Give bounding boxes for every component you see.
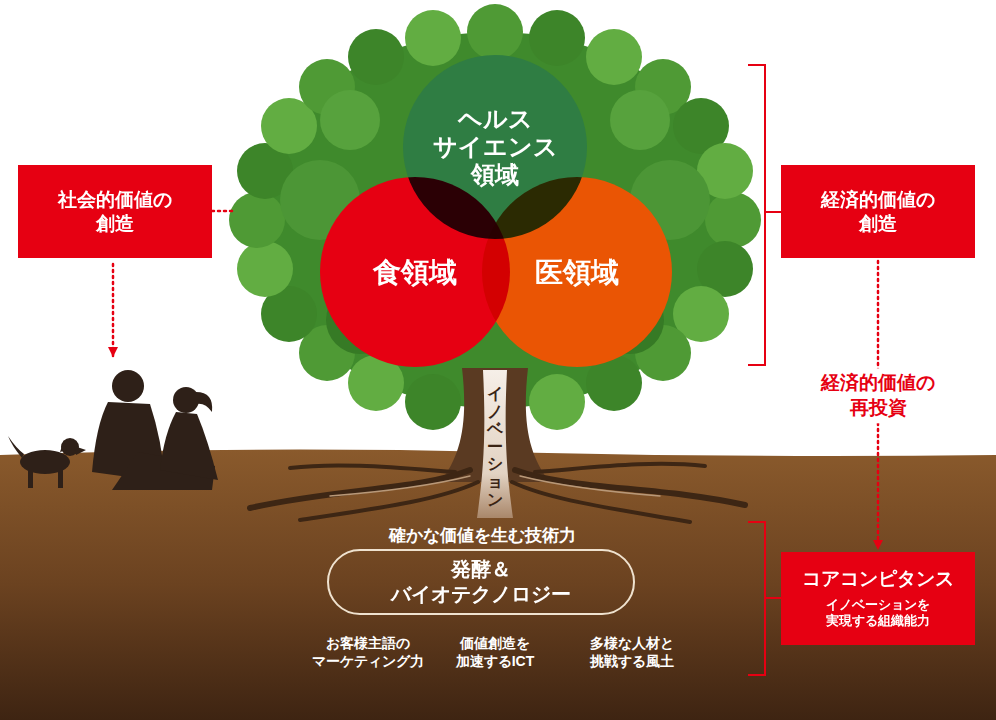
leaf-cluster <box>237 241 293 297</box>
node-title: 社会的価値の 創造 <box>58 188 172 236</box>
leaf-cluster <box>467 4 523 60</box>
domain-circle: 食領域 <box>320 177 510 367</box>
value-box: 経済的価値の 創造 <box>781 165 975 258</box>
circle-fill <box>482 177 672 367</box>
root-highlight <box>330 476 470 496</box>
trunk-label: イノベーション <box>487 385 503 508</box>
label-holder: お客様主語の マーケティング力 <box>312 634 424 670</box>
root <box>300 482 478 520</box>
root <box>512 482 690 522</box>
root <box>515 470 745 505</box>
bracket <box>748 65 765 365</box>
node-title: 医領域 <box>535 255 619 290</box>
competence-box: コアコンピタンスイノベーションを 実現する組織能力 <box>781 552 975 645</box>
bracket-tick <box>765 597 781 599</box>
person-head <box>173 387 199 413</box>
domain-circle: 医領域 <box>482 177 672 367</box>
root <box>290 465 455 472</box>
leaf-cluster <box>529 10 585 66</box>
label-holder: 価値創造を 加速するICT <box>456 634 535 670</box>
leaf-cluster <box>529 374 585 430</box>
leaf-cluster <box>610 90 670 150</box>
dog-leg <box>58 468 63 488</box>
leaf-cluster <box>586 29 642 85</box>
label-holder: 多様な人材と 挑戦する風土 <box>590 634 674 670</box>
person-head <box>112 370 144 402</box>
label-holder: 確かな価値を生む技術力 <box>389 525 576 547</box>
dog-leg <box>28 468 33 488</box>
node-title: 食領域 <box>373 255 457 290</box>
node-title: 経済的価値の 創造 <box>821 188 935 236</box>
leaf-cluster <box>405 374 461 430</box>
leaf-cluster <box>320 90 380 150</box>
dotted-arrow <box>112 264 115 356</box>
person-body <box>160 412 218 480</box>
dog-ear <box>60 440 67 452</box>
tree-trunk <box>440 368 550 518</box>
root <box>535 464 705 472</box>
root-highlight <box>520 476 660 496</box>
circle-fill <box>320 177 510 367</box>
trunk-highlight <box>477 370 513 518</box>
bracket <box>748 522 765 675</box>
node-title: 発酵＆バイオテクノロジー <box>391 557 571 607</box>
root <box>250 470 470 508</box>
dotted-leader <box>212 210 234 213</box>
leaf-cluster <box>405 10 461 66</box>
person-ponytail <box>196 392 212 412</box>
value-box: 社会的価値の 創造 <box>18 165 212 258</box>
capability-label: 価値創造を 加速するICT <box>456 634 535 670</box>
node-title: コアコンピタンス <box>802 567 954 591</box>
capability-label: お客様主語の マーケティング力 <box>312 634 424 670</box>
label-holder: イノベーション <box>487 385 503 508</box>
capability-label: 多様な人材と 挑戦する風土 <box>590 634 674 670</box>
leaf-cluster <box>348 29 404 85</box>
people-silhouette <box>8 370 218 490</box>
leaf-cluster <box>705 192 761 248</box>
bracket-tick <box>765 211 781 213</box>
dog-tail <box>8 436 24 458</box>
leaf-cluster <box>229 192 285 248</box>
root-label: 確かな価値を生む技術力 <box>389 525 576 547</box>
bracket <box>748 65 781 675</box>
technology-pill: 発酵＆バイオテクノロジー <box>327 549 635 615</box>
dog-snout <box>74 446 86 455</box>
node-subtitle: イノベーションを 実現する組織能力 <box>826 597 930 630</box>
edge-label: 経済的価値の 再投資 <box>817 368 939 423</box>
canopy-base <box>257 32 733 408</box>
node-title: ヘルス サイエンス 領域 <box>433 105 558 190</box>
label-holder: 経済的価値の 再投資 <box>817 368 939 423</box>
